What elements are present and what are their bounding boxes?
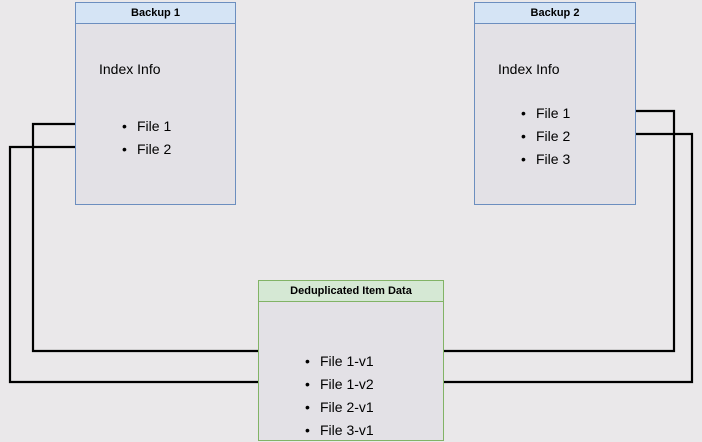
backup-2-index-info-label: Index Info — [498, 61, 560, 77]
backup-2-file-list: File 1 File 2 File 3 — [519, 102, 570, 171]
list-item[interactable]: File 2-v1 — [303, 396, 374, 419]
list-item[interactable]: File 1-v1 — [303, 350, 374, 373]
list-item[interactable]: File 2 — [120, 138, 171, 161]
node-backup-2[interactable]: Backup 2 Index Info File 1 File 2 File 3 — [474, 2, 636, 205]
node-backup-1-title: Backup 1 — [76, 3, 235, 24]
backup-1-index-info-label: Index Info — [99, 61, 161, 77]
list-item[interactable]: File 3-v1 — [303, 419, 374, 442]
node-deduplicated-item-data-body: File 1-v1 File 1-v2 File 2-v1 File 3-v1 — [259, 302, 443, 442]
node-backup-1-body: Index Info File 1 File 2 — [76, 24, 235, 204]
node-deduplicated-item-data-title: Deduplicated Item Data — [259, 281, 443, 302]
list-item[interactable]: File 3 — [519, 148, 570, 171]
node-deduplicated-item-data[interactable]: Deduplicated Item Data File 1-v1 File 1-… — [258, 280, 444, 442]
list-item[interactable]: File 2 — [519, 125, 570, 148]
list-item[interactable]: File 1-v2 — [303, 373, 374, 396]
backup-1-file-list: File 1 File 2 — [120, 115, 171, 161]
node-backup-2-body: Index Info File 1 File 2 File 3 — [475, 24, 635, 204]
node-backup-1[interactable]: Backup 1 Index Info File 1 File 2 — [75, 2, 236, 205]
list-item[interactable]: File 1 — [120, 115, 171, 138]
list-item[interactable]: File 1 — [519, 102, 570, 125]
node-backup-2-title: Backup 2 — [475, 3, 635, 24]
dedup-item-list: File 1-v1 File 1-v2 File 2-v1 File 3-v1 — [303, 350, 374, 442]
